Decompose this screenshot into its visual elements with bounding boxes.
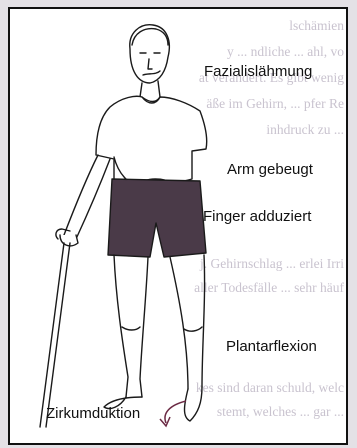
right-leg <box>170 255 205 389</box>
cane <box>40 243 70 427</box>
cane-hand <box>60 235 78 246</box>
label-arm-flexed: Arm gebeugt <box>227 162 313 177</box>
left-leg <box>114 255 148 397</box>
figure-frame: lschämien y ... ndliche ... ahl, vo at v… <box>8 7 348 445</box>
right-foot-plantarflexed <box>185 387 203 421</box>
label-plantar-flexion: Plantarflexion <box>226 339 317 354</box>
label-facial-palsy: Fazialislähmung <box>204 64 312 79</box>
label-fingers-adducted: Finger adduziert <box>203 209 311 224</box>
shirt <box>96 96 207 182</box>
knee-marks <box>122 327 202 331</box>
label-circumduction: Zirkumduktion <box>46 406 140 421</box>
shorts <box>108 179 206 257</box>
cane-arm <box>64 155 110 239</box>
